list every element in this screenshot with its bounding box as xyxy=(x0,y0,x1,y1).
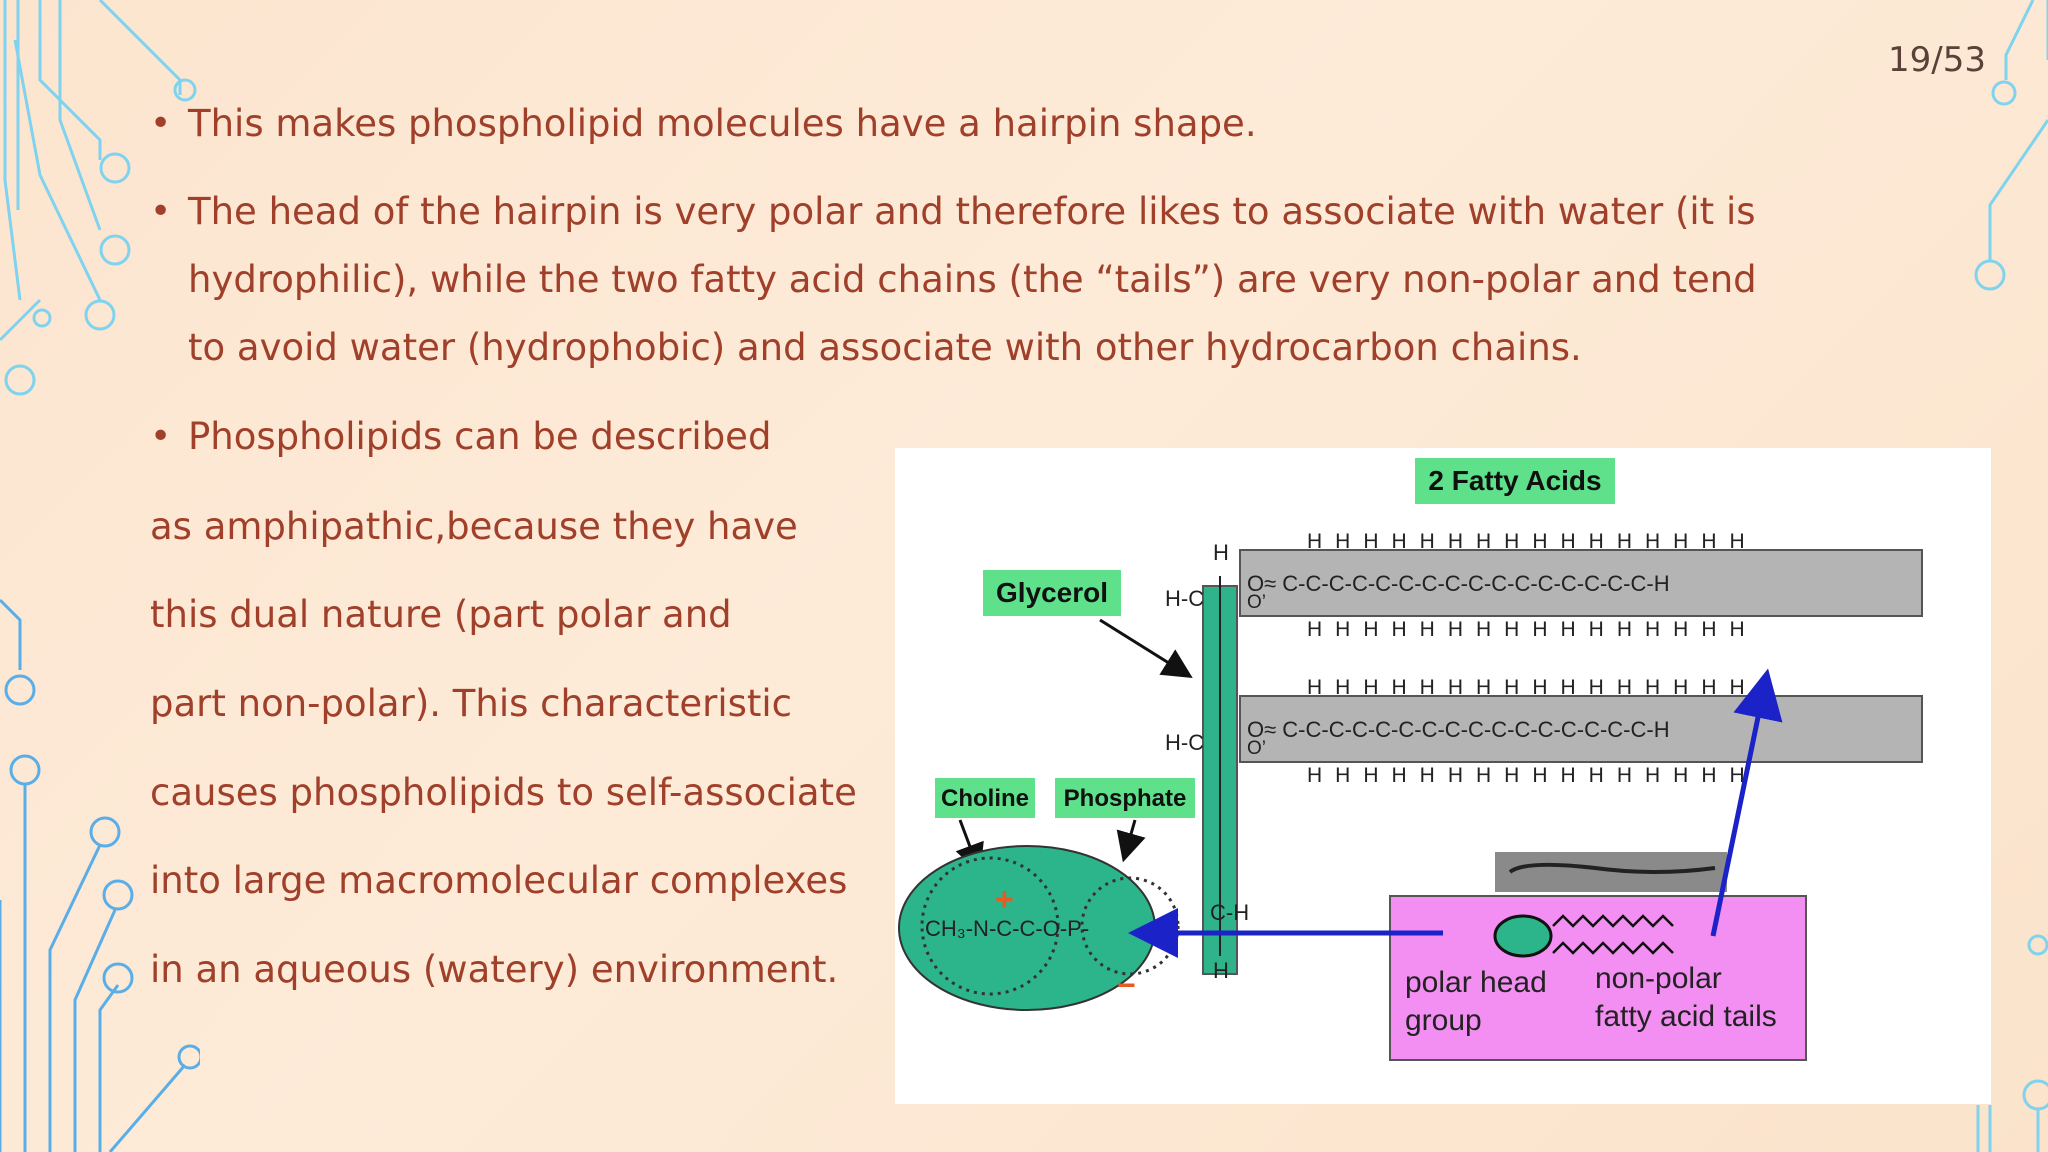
choline-label-box xyxy=(935,778,1035,818)
hairpin-shape-icon xyxy=(1508,862,1716,874)
bullet-item-1: • This makes phospholipid molecules have… xyxy=(150,90,1257,158)
chain-1-oxygen: O’ xyxy=(1247,592,1266,613)
positive-charge-icon: + xyxy=(995,881,1014,917)
polar-head-label-2: group xyxy=(1405,1004,1482,1037)
atom-hc-1: H-C xyxy=(1165,586,1204,611)
polar-head-icon xyxy=(1493,914,1553,958)
paragraph-line: part non-polar). This characteristic xyxy=(150,682,793,725)
choline-label: Choline xyxy=(941,785,1029,812)
glycerol-label: Glycerol xyxy=(996,577,1108,608)
tail-wave-top-icon xyxy=(1552,914,1674,928)
paragraph-line: as amphipathic,because they have xyxy=(150,505,798,548)
atom-ch-3: C-H xyxy=(1210,900,1249,925)
fatty-acid-chain-1 xyxy=(1239,549,1923,617)
bullet-text-line: This makes phospholipid molecules have a… xyxy=(188,102,1257,145)
choline-group-circle xyxy=(920,856,1060,996)
paragraph-line: into large macromolecular complexes xyxy=(150,859,848,902)
phosphate-group-circle xyxy=(1080,876,1180,976)
bullet-text-line: The head of the hairpin is very polar an… xyxy=(188,190,1756,233)
head-formula: CH₃-N-C-C-O-P- xyxy=(925,916,1089,941)
tail-wave-bottom-icon xyxy=(1552,941,1674,955)
page-number: 19/53 xyxy=(1888,40,1986,80)
hairpin-legend-box xyxy=(1389,895,1807,1061)
tails-arrow xyxy=(1710,668,1783,937)
polar-head-label: polar head xyxy=(1405,966,1547,999)
phospholipid-diagram: 2 Fatty Acids Glycerol H H-C H-C C-H H H… xyxy=(895,448,1991,1104)
bullet-text-line: hydrophilic), while the two fatty acid c… xyxy=(188,258,1757,301)
fatty-acids-label-box xyxy=(1415,458,1615,504)
chain-2-h-top: HHHHHHHHHHHHHHHH xyxy=(1307,676,1758,699)
chain-1-carbons: O≈ C-C-C-C-C-C-C-C-C-C-C-C-C-C-C-C-H xyxy=(1247,571,1670,596)
paragraph-line: this dual nature (part polar and xyxy=(150,593,732,636)
phosphate-label-box xyxy=(1055,778,1195,818)
phosphate-label: Phosphate xyxy=(1064,785,1187,812)
bullet-dot-icon: • xyxy=(150,103,172,144)
bullet-item-3: • Phospholipids can be described xyxy=(150,403,771,471)
bullet-dot-icon: • xyxy=(150,191,172,232)
bullet-text-line: to avoid water (hydrophobic) and associa… xyxy=(188,326,1582,369)
chain-1-h-bottom: HHHHHHHHHHHHHHHH xyxy=(1307,618,1758,641)
fatty-acids-label: 2 Fatty Acids xyxy=(1428,465,1601,496)
phosphate-pointer-arrow xyxy=(1116,819,1146,863)
circuit-decoration-left xyxy=(0,0,200,1152)
fatty-acid-chain-2 xyxy=(1239,695,1923,763)
paragraph-line: in an aqueous (watery) environment. xyxy=(150,948,839,991)
paragraph-line: causes phospholipids to self-associate xyxy=(150,771,857,814)
circuit-decoration-right xyxy=(1974,0,2048,1152)
bullet-dot-icon: • xyxy=(150,416,172,457)
bullet-item-2: • The head of the hairpin is very polar … xyxy=(150,178,1757,382)
atom-h-top: H xyxy=(1213,540,1229,565)
atom-hc-2: H-C xyxy=(1165,730,1204,755)
bullet-text-line: Phospholipids can be described xyxy=(188,415,772,458)
chain-2-h-bottom: HHHHHHHHHHHHHHHH xyxy=(1307,764,1758,787)
tails-label: non-polar xyxy=(1595,962,1722,995)
negative-charge-icon: − xyxy=(1117,967,1136,1003)
chain-2-carbons: O≈ C-C-C-C-C-C-C-C-C-C-C-C-C-C-C-C-H xyxy=(1247,717,1670,742)
glycerol-label-box xyxy=(983,570,1121,616)
tails-label-2: fatty acid tails xyxy=(1595,1000,1777,1033)
atom-h-bottom: H xyxy=(1213,958,1229,983)
chain-2-oxygen: O’ xyxy=(1247,738,1266,759)
glycerol-pointer-arrow xyxy=(1099,618,1193,678)
chain-1-h-top: HHHHHHHHHHHHHHHH xyxy=(1307,530,1758,553)
